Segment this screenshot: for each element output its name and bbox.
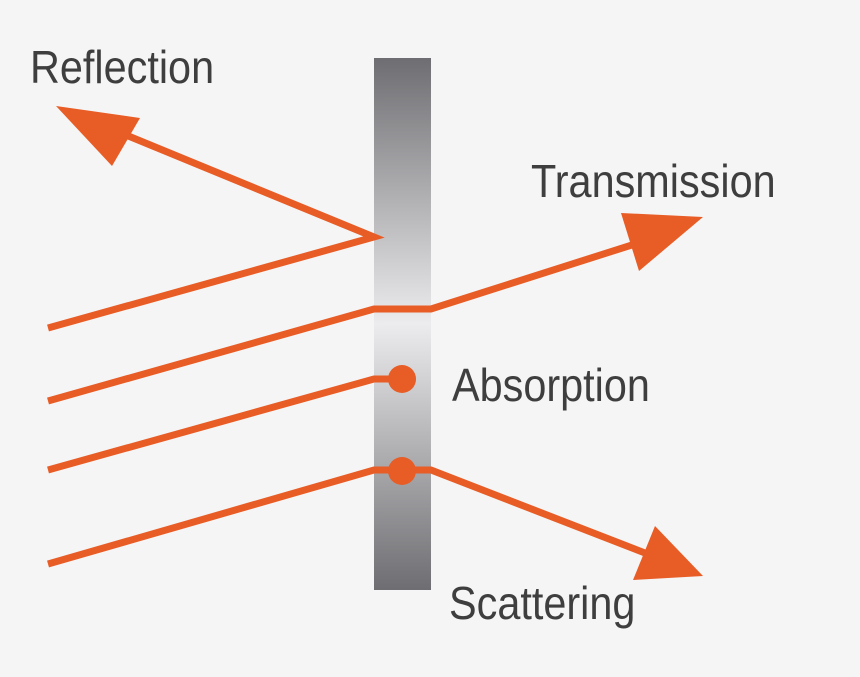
transmission-arrowhead	[621, 213, 703, 271]
scattering-point	[388, 457, 416, 485]
transmission-label: Transmission	[531, 155, 776, 207]
transmission-ray	[47, 213, 703, 405]
reflection-arrowhead	[56, 106, 140, 166]
absorption-label: Absorption	[452, 359, 650, 411]
absorption-point	[388, 365, 416, 393]
scattering-arrowhead	[633, 526, 703, 580]
reflection-label: Reflection	[30, 41, 215, 93]
reflection-ray	[47, 106, 385, 332]
material-slab	[374, 58, 431, 590]
absorption-ray	[47, 365, 416, 474]
scattering-ray	[47, 457, 703, 580]
scattering-label: Scattering	[449, 577, 636, 629]
